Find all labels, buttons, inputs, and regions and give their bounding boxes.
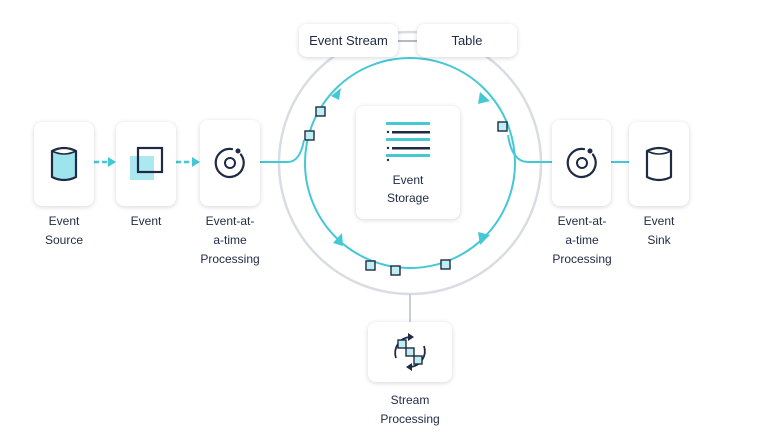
ring-arrow-bottom-right bbox=[478, 232, 490, 245]
ring-event-square bbox=[390, 265, 401, 276]
ring-event-square bbox=[440, 259, 451, 270]
event-source-label: Event Source bbox=[44, 214, 84, 247]
event-stream-label: Event Stream bbox=[309, 33, 388, 48]
source-to-event-arrow bbox=[108, 157, 116, 167]
database-icon bbox=[50, 146, 78, 182]
event-source-card bbox=[34, 122, 94, 206]
table-pill: Table bbox=[417, 24, 517, 57]
circular-processor-icon bbox=[566, 147, 597, 179]
event-card bbox=[116, 122, 176, 206]
ring-arrow-bottom-left bbox=[333, 233, 343, 246]
event-label: Event bbox=[130, 214, 162, 228]
event-storage-label: Event Storage bbox=[386, 172, 430, 205]
processing-left-label: Event-at- a-time Processing bbox=[200, 214, 260, 266]
event-sink-card bbox=[629, 122, 689, 206]
stream-processing-label: Stream Processing bbox=[380, 393, 440, 426]
processing-right-card bbox=[552, 120, 611, 206]
processing-to-ring-line bbox=[260, 139, 305, 163]
ring-arrow-top-left bbox=[331, 88, 341, 100]
ring-event-square bbox=[304, 130, 315, 141]
inner-ring bbox=[304, 57, 516, 269]
stream-processing-card bbox=[368, 322, 452, 382]
stream-processing-icon bbox=[394, 333, 426, 371]
ring-arrow-top-right bbox=[478, 92, 490, 104]
square-event-icon bbox=[130, 146, 164, 180]
ring-event-square bbox=[497, 121, 508, 132]
processing-right-label: Event-at- a-time Processing bbox=[552, 214, 612, 266]
ring-event-square bbox=[365, 260, 376, 271]
storage-list-icon bbox=[386, 121, 430, 161]
event-storage-card: Event Storage bbox=[356, 106, 460, 219]
event-stream-pill: Event Stream bbox=[299, 24, 398, 57]
ring-event-square bbox=[315, 106, 326, 117]
event-sink-label: Event Sink bbox=[643, 214, 675, 247]
circular-processor-icon bbox=[214, 147, 245, 179]
database-icon bbox=[645, 146, 673, 182]
processing-left-card bbox=[200, 120, 260, 206]
table-label: Table bbox=[451, 33, 483, 48]
event-to-processing-arrow bbox=[192, 157, 200, 167]
ring-to-processing-line bbox=[507, 134, 552, 163]
